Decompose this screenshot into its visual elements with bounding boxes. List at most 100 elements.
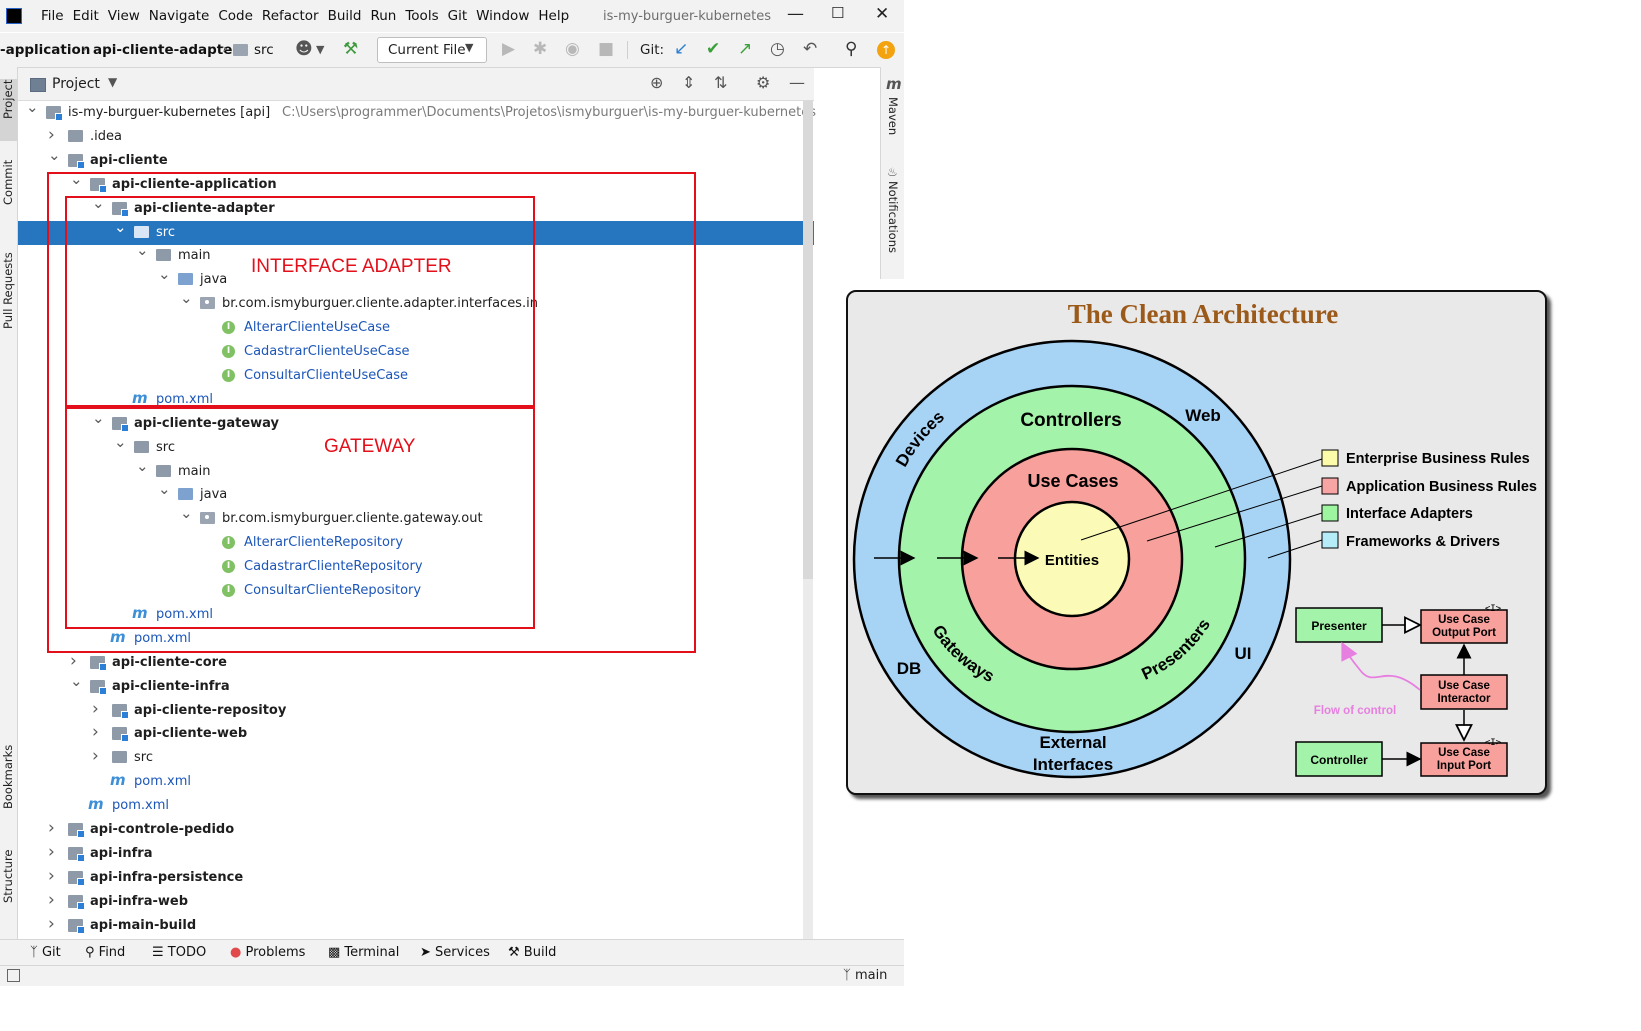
menu-navigate[interactable]: Navigate bbox=[148, 8, 210, 24]
tree-row[interactable]: ⌄api-cliente-adapter bbox=[18, 193, 814, 221]
tab-terminal[interactable]: ▩ Terminal bbox=[328, 945, 399, 960]
tree-row[interactable]: ⌄api-cliente-application bbox=[18, 169, 814, 197]
search-icon[interactable]: ⚲ bbox=[845, 39, 858, 59]
menu-tools[interactable]: Tools bbox=[405, 8, 439, 24]
chevron-down-icon[interactable]: ⌄ bbox=[92, 193, 105, 212]
menu-run[interactable]: Run bbox=[370, 8, 397, 24]
git-update-icon[interactable]: ↙ bbox=[674, 39, 689, 59]
tree-row[interactable]: ⌄br.com.ismyburguer.cliente.adapter.inte… bbox=[18, 289, 814, 316]
chevron-down-icon[interactable]: ⌄ bbox=[92, 408, 105, 427]
menu-build[interactable]: Build bbox=[327, 8, 362, 24]
menu-refactor[interactable]: Refactor bbox=[261, 8, 319, 24]
chevron-right-icon[interactable]: › bbox=[48, 124, 55, 145]
run-icon[interactable]: ▶ bbox=[502, 39, 516, 59]
tree-row[interactable]: ›src bbox=[18, 746, 814, 770]
stop-icon[interactable]: ■ bbox=[598, 39, 615, 59]
chevron-down-icon[interactable]: ⌄ bbox=[70, 169, 83, 188]
intellij-logo-icon[interactable] bbox=[6, 8, 22, 24]
chevron-down-icon[interactable]: ⌄ bbox=[70, 671, 83, 690]
chevron-right-icon[interactable]: › bbox=[92, 746, 99, 767]
chevron-down-icon[interactable]: ▼ bbox=[108, 75, 118, 89]
chevron-down-icon[interactable]: ▼ bbox=[316, 43, 325, 56]
chevron-right-icon[interactable]: › bbox=[48, 889, 55, 910]
tree-row[interactable]: ⌄src bbox=[18, 432, 814, 460]
tree-row[interactable]: ⌄api-cliente-gateway bbox=[18, 408, 814, 436]
tree-scrollbar-track[interactable] bbox=[803, 579, 813, 939]
expand-all-icon[interactable]: ⇕ bbox=[682, 73, 696, 92]
git-commit-icon[interactable]: ✔ bbox=[706, 39, 721, 59]
git-rollback-icon[interactable]: ↶ bbox=[803, 39, 818, 59]
build-hammer-icon[interactable]: ⚒ bbox=[343, 39, 359, 59]
chevron-down-icon[interactable]: ⌄ bbox=[26, 98, 39, 116]
collapse-all-icon[interactable]: ⇅ bbox=[714, 73, 728, 92]
run-configuration-select[interactable]: Current File ▼ bbox=[377, 37, 487, 63]
tree-row[interactable]: ›.idea bbox=[18, 125, 814, 149]
project-panel-title[interactable]: Project bbox=[52, 76, 100, 92]
chevron-right-icon[interactable]: › bbox=[48, 841, 55, 862]
tree-row[interactable]: ⌄api-cliente-infra bbox=[18, 671, 814, 699]
toggle-tool-windows-icon[interactable] bbox=[7, 969, 20, 982]
maven-icon[interactable]: m bbox=[886, 75, 902, 93]
tree-row[interactable]: ›api-cliente-repositoy bbox=[18, 699, 814, 723]
chevron-down-icon[interactable]: ⌄ bbox=[180, 504, 193, 523]
locate-icon[interactable]: ⊕ bbox=[650, 73, 664, 92]
menu-git[interactable]: Git bbox=[447, 8, 468, 24]
debug-icon[interactable]: ✱ bbox=[533, 39, 548, 59]
tree-row[interactable]: ⌄main bbox=[18, 241, 814, 268]
tab-git[interactable]: ᛉ Git bbox=[30, 945, 61, 960]
tree-row[interactable]: ›api-infra bbox=[18, 842, 814, 866]
tree-row[interactable]: ›api-cliente-core bbox=[18, 651, 814, 675]
hide-panel-icon[interactable]: — bbox=[789, 73, 805, 92]
menu-file[interactable]: File bbox=[41, 8, 64, 24]
tree-row[interactable]: ›api-controle-pedido bbox=[18, 818, 814, 842]
chevron-down-icon[interactable]: ⌄ bbox=[114, 432, 127, 451]
chevron-right-icon[interactable]: › bbox=[70, 650, 77, 671]
tab-build[interactable]: ⚒ Build bbox=[508, 945, 556, 960]
chevron-right-icon[interactable]: › bbox=[48, 818, 55, 838]
chevron-down-icon[interactable]: ⌄ bbox=[180, 289, 193, 308]
chevron-right-icon[interactable]: › bbox=[48, 865, 55, 886]
menu-help[interactable]: Help bbox=[538, 8, 570, 24]
breadcrumb-adapter[interactable]: api-cliente-adapter bbox=[93, 42, 240, 58]
minimize-icon[interactable]: — bbox=[787, 4, 804, 24]
chevron-right-icon[interactable]: › bbox=[92, 698, 99, 719]
user-icon[interactable]: ☻ bbox=[295, 39, 313, 59]
tab-problems[interactable]: ● Problems bbox=[230, 945, 305, 960]
git-branch-status[interactable]: ᛉ main bbox=[843, 968, 887, 983]
maximize-icon[interactable]: ☐ bbox=[831, 4, 845, 22]
tree-row[interactable]: ⌄src bbox=[18, 217, 814, 245]
chevron-down-icon[interactable]: ⌄ bbox=[158, 480, 171, 499]
tab-services[interactable]: ➤ Services bbox=[420, 945, 490, 960]
chevron-down-icon[interactable]: ⌄ bbox=[114, 217, 127, 236]
chevron-down-icon[interactable]: ⌄ bbox=[136, 241, 149, 260]
tree-row[interactable]: ⌄br.com.ismyburguer.cliente.gateway.out bbox=[18, 504, 814, 531]
menu-view[interactable]: View bbox=[107, 8, 140, 24]
tree-row[interactable]: ⌄java bbox=[18, 265, 814, 292]
breadcrumb-application[interactable]: -application bbox=[0, 42, 91, 58]
menu-window[interactable]: Window bbox=[476, 8, 530, 24]
chevron-down-icon[interactable]: ⌄ bbox=[158, 265, 171, 284]
tree-row[interactable]: ›api-infra-web bbox=[18, 890, 814, 914]
tab-todo[interactable]: ☰ TODO bbox=[152, 945, 206, 960]
tree-row[interactable]: ›api-infra-persistence bbox=[18, 866, 814, 890]
menu-edit[interactable]: Edit bbox=[72, 8, 99, 24]
chevron-down-icon[interactable]: ⌄ bbox=[136, 456, 149, 475]
tree-row[interactable]: ›api-main-build bbox=[18, 914, 814, 938]
tree-row[interactable]: ⌄is-my-burguer-kubernetes [api]C:\Users\… bbox=[18, 98, 816, 125]
git-history-icon[interactable]: ◷ bbox=[770, 39, 785, 59]
gear-icon[interactable]: ⚙ bbox=[756, 73, 771, 92]
tree-scrollbar-thumb[interactable] bbox=[803, 101, 813, 579]
chevron-down-icon[interactable]: ⌄ bbox=[48, 145, 61, 164]
chevron-right-icon[interactable]: › bbox=[48, 913, 55, 934]
updates-icon[interactable]: ↑ bbox=[877, 41, 895, 59]
notifications-bell-icon[interactable]: ♨ bbox=[887, 165, 898, 179]
